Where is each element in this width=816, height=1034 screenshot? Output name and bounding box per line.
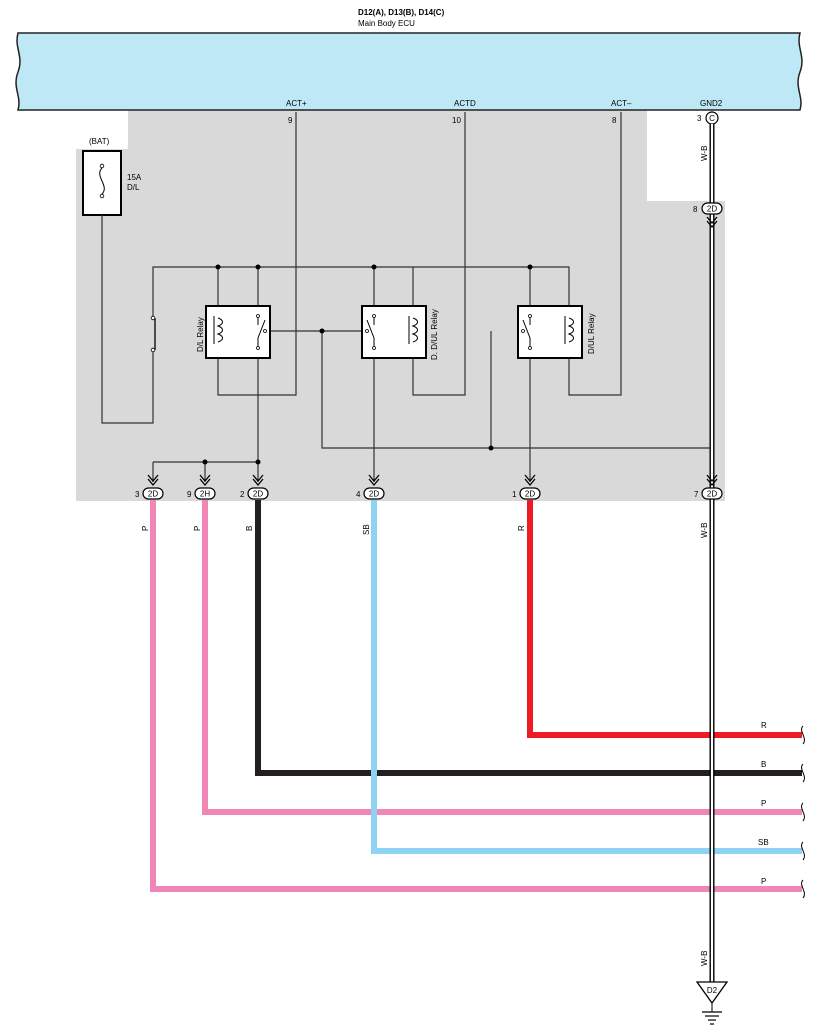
pin-number-act-minus: 8: [612, 116, 617, 125]
fuse-source: (BAT): [89, 137, 110, 146]
relay-label-dul: D/UL Relay: [587, 313, 596, 354]
right-wire-label-p1: P: [761, 799, 766, 808]
ground-point-d2: D2: [695, 981, 729, 1025]
wire-label-b-2: B: [245, 526, 254, 531]
svg-text:2: 2: [240, 490, 245, 499]
wire-label-sb-4: SB: [362, 524, 371, 535]
harness-wires: [150, 500, 802, 892]
fuse-name: D/L: [127, 183, 140, 192]
bottom-connector-9: 2H 9: [187, 474, 216, 500]
svg-text:8: 8: [693, 205, 698, 214]
fuse-rating: 15A: [127, 173, 142, 182]
main-body-ecu: [15, 32, 803, 111]
bottom-connector-1: 2D 1: [512, 474, 541, 500]
pin-number-act-plus: 9: [288, 116, 293, 125]
right-wire-label-b: B: [761, 760, 766, 769]
svg-text:3: 3: [135, 490, 140, 499]
relay-label-d-dul: D. D/UL Relay: [430, 309, 439, 360]
relay-label-dl: D/L Relay: [196, 317, 205, 352]
bottom-connector-7: 2D 7: [694, 474, 723, 500]
wire-label-w-b-upper: W-B: [700, 146, 709, 161]
fuse-element-icon: [99, 167, 105, 195]
svg-text:7: 7: [694, 490, 699, 499]
bottom-connector-2: 2D 2: [240, 474, 269, 500]
wire-label-w-b-lower: W-B: [700, 951, 709, 966]
junction-connector-top: 8 2D: [693, 202, 723, 229]
pin-name-actd: ACTD: [454, 99, 476, 108]
gnd2-connector-id: C: [709, 114, 715, 123]
right-wire-label-r: R: [761, 721, 767, 730]
wire-b-2: [255, 500, 802, 776]
pin-name-gnd2: GND2: [700, 99, 723, 108]
right-wire-label-sb: SB: [758, 838, 769, 847]
wire-p-3: [150, 500, 802, 892]
svg-text:4: 4: [356, 490, 361, 499]
svg-text:1: 1: [512, 490, 517, 499]
d-dul-relay: [361, 305, 427, 359]
wire-label-p-3: P: [141, 526, 150, 531]
wire-r-1: [527, 500, 802, 738]
wire-sb-4: [371, 500, 802, 854]
wire-label-p-9: P: [193, 526, 202, 531]
wire-label-w-b-7: W-B: [700, 523, 709, 538]
svg-text:2D: 2D: [369, 490, 379, 499]
svg-text:2D: 2D: [707, 490, 717, 499]
dl-relay: [205, 305, 271, 359]
component-name: Main Body ECU: [358, 19, 415, 28]
pin-number-gnd2: 3: [697, 114, 702, 123]
pin-name-act-plus: ACT+: [286, 99, 307, 108]
svg-text:2D: 2D: [525, 490, 535, 499]
pin-number-actd: 10: [452, 116, 461, 125]
bottom-connector-3: 2D 3: [135, 474, 164, 500]
connector-ids: D12(A), D13(B), D14(C): [358, 8, 445, 17]
wire-label-r-1: R: [517, 525, 526, 531]
svg-text:2D: 2D: [707, 205, 717, 214]
svg-text:2H: 2H: [200, 490, 210, 499]
wire-break-marks: [801, 725, 805, 899]
pin-name-act-minus: ACT–: [611, 99, 632, 108]
svg-text:9: 9: [187, 490, 192, 499]
fuse-box: [82, 150, 122, 216]
junction-block: [76, 108, 725, 501]
svg-text:2D: 2D: [253, 490, 263, 499]
bottom-connector-4: 2D 4: [356, 474, 385, 500]
svg-text:D2: D2: [707, 986, 718, 995]
wire-p-9: [202, 500, 802, 815]
right-wire-label-p2: P: [761, 877, 766, 886]
junction-dots: [202, 264, 715, 465]
dul-relay: [517, 305, 583, 359]
svg-text:2D: 2D: [148, 490, 158, 499]
